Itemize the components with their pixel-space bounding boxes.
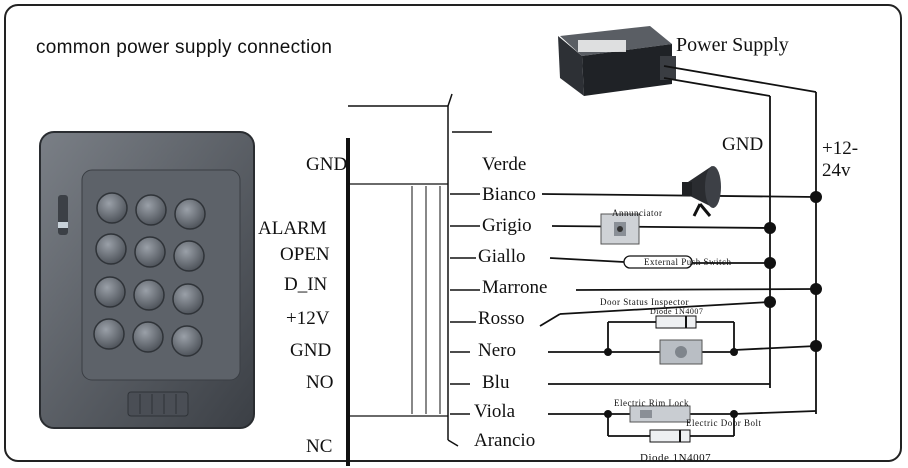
junction-dots xyxy=(604,191,822,418)
terminal-no: NO xyxy=(306,372,334,393)
supply-gnd-label: GND xyxy=(722,134,764,155)
terminal-open: OPEN xyxy=(280,244,330,265)
wire-label-marrone: Marrone xyxy=(482,277,548,298)
push-switch-icon xyxy=(623,255,693,269)
door-status-label: Door Status Inspector xyxy=(600,297,689,307)
power-supply-unit xyxy=(558,26,676,96)
wiring-lines xyxy=(539,65,817,437)
diode-bottom xyxy=(649,429,691,443)
terminal-block xyxy=(346,93,492,466)
supply-plus-label-1: +12- xyxy=(822,138,859,159)
terminal-nc: NC xyxy=(306,436,333,457)
keypad-reader xyxy=(39,131,255,429)
wire-label-giallo: Giallo xyxy=(478,246,526,267)
wire-label-arancio: Arancio xyxy=(474,430,536,451)
wire-label-grigio: Grigio xyxy=(482,215,532,236)
door-bolt-label: Electric Door Bolt xyxy=(686,418,762,428)
supply-plus-label-2: 24v xyxy=(822,160,851,181)
diode-top-label: Diode 1N4007 xyxy=(650,307,704,316)
wire-label-blu: Blu xyxy=(482,372,510,393)
terminal-d-in: D_IN xyxy=(284,274,328,295)
rim-lock-label: Electric Rim Lock xyxy=(614,398,689,408)
wire-stubs xyxy=(450,193,480,415)
wire-label-nero: Nero xyxy=(478,340,516,361)
door-bolt-device xyxy=(659,339,703,365)
rim-lock-device xyxy=(629,405,691,423)
diagram-title: common power supply connection xyxy=(36,37,333,58)
keypad-buttons xyxy=(93,192,206,357)
terminal-12v: +12V xyxy=(286,308,330,329)
annunciator-label: Annunciator xyxy=(612,208,663,218)
annunciator-switch xyxy=(600,213,640,245)
siren-icon xyxy=(682,166,721,217)
wire-label-verde: Verde xyxy=(482,154,527,175)
wire-label-bianco: Bianco xyxy=(482,184,536,205)
wire-label-rosso: Rosso xyxy=(478,308,525,329)
diode-bottom-label: Diode 1N4007 xyxy=(640,452,712,464)
power-supply-label: Power Supply xyxy=(676,34,789,56)
terminal-gnd-bottom: GND xyxy=(290,340,332,361)
terminal-gnd-top: GND xyxy=(306,154,348,175)
wire-label-viola: Viola xyxy=(474,401,516,422)
diagram-frame xyxy=(4,4,902,462)
terminal-alarm: ALARM xyxy=(258,218,327,239)
diode-top xyxy=(655,315,697,329)
push-switch-label: External Push Switch xyxy=(644,257,732,267)
